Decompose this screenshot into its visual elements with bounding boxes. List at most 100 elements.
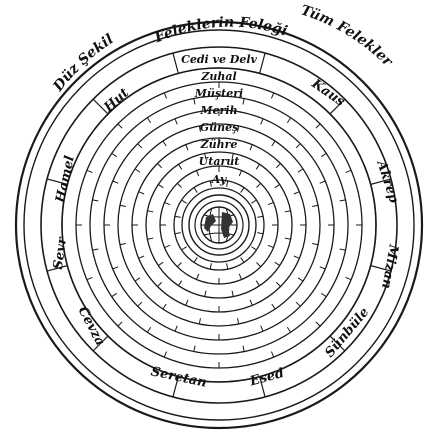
sphere-tick	[178, 164, 181, 169]
sphere-tick	[164, 93, 166, 99]
sphere-tick	[294, 192, 300, 194]
sphere-tick	[321, 293, 326, 296]
sphere-tick	[238, 318, 239, 324]
sphere-tick	[182, 200, 187, 203]
sphere-tick	[275, 184, 280, 187]
sphere-tick	[227, 181, 228, 187]
sphere-tick	[257, 233, 263, 234]
sphere-tick	[164, 202, 170, 204]
top-label: Feleklerin Feleği	[151, 15, 289, 47]
sphere-tick	[287, 118, 290, 123]
sphere-tick	[92, 249, 98, 250]
sphere-tick	[147, 327, 150, 332]
sphere-tick	[194, 346, 195, 352]
sphere-tick	[241, 257, 244, 262]
sphere-tick	[256, 183, 260, 187]
sphere-tick	[271, 93, 273, 99]
sphere-tick	[147, 238, 153, 239]
zodiac-seretan: Seretan	[149, 364, 208, 390]
sphere-label-zuhre: Zühre	[200, 138, 238, 151]
sphere-tick	[87, 170, 93, 172]
sphere-tick	[276, 163, 280, 167]
sphere-tick	[196, 170, 198, 176]
sphere-tick	[92, 200, 98, 201]
sphere-tick	[271, 352, 273, 358]
sphere-tick	[138, 144, 142, 148]
zodiac-divider	[260, 53, 265, 73]
sphere-tick	[147, 118, 150, 123]
sphere-tick	[346, 170, 352, 172]
zodiac-esed: Esed	[247, 366, 285, 390]
sphere-tick	[287, 327, 290, 332]
sphere-tick	[285, 211, 291, 212]
sphere-label-musteri: Müşteri	[194, 87, 243, 100]
sphere-tick	[275, 262, 280, 265]
sphere-tick	[186, 145, 188, 151]
sphere-tick	[241, 188, 244, 193]
sphere-tick	[268, 245, 274, 247]
sphere-tick	[294, 256, 300, 258]
sphere-tick	[285, 238, 291, 239]
sphere-tick	[135, 278, 140, 281]
sphere-tick	[205, 291, 206, 297]
sphere-tick	[112, 153, 117, 156]
sphere-tick	[177, 262, 181, 266]
sphere-tick	[112, 293, 117, 296]
sphere-tick	[182, 247, 187, 250]
sphere-tick	[139, 256, 145, 258]
sphere-tick	[164, 245, 170, 247]
sphere-tick	[164, 352, 166, 358]
sphere-tick	[118, 322, 122, 326]
sphere-tick	[158, 262, 163, 265]
sphere-label-merih: Merih	[199, 104, 237, 117]
sphere-tick	[298, 278, 303, 281]
sphere-tick	[175, 216, 181, 217]
sphere-label-ay: Ay	[211, 173, 228, 186]
sphere-tick	[296, 144, 300, 148]
sphere-tick	[113, 181, 119, 183]
sphere-tick	[272, 141, 275, 146]
sphere-tick	[321, 153, 326, 156]
sphere-tick	[251, 247, 256, 250]
sphere-tick	[175, 326, 177, 332]
zodiac-kaus: Kaus	[308, 76, 348, 110]
sphere-tick	[268, 202, 274, 204]
sphere-tick	[320, 181, 326, 183]
outer-label-right: Tüm Felekler	[299, 3, 397, 71]
sphere-tick	[261, 119, 263, 125]
sphere-tick	[272, 304, 275, 309]
sphere-tick	[232, 291, 233, 297]
sphere-tick	[251, 200, 256, 203]
zodiac-akrep: Akrep	[373, 157, 401, 205]
sphere-tick	[147, 211, 153, 212]
zodiac-divider	[173, 53, 178, 73]
sphere-tick	[120, 244, 126, 245]
sphere-tick	[256, 164, 259, 169]
sphere-tick	[239, 274, 241, 280]
sphere-tick	[227, 263, 228, 269]
sphere-tick	[113, 267, 119, 269]
zodiac-sunbule: Sünbüle	[322, 305, 372, 361]
sphere-tick	[138, 302, 142, 306]
sphere-tick	[256, 281, 259, 286]
zodiac-hamel: Hamel	[53, 154, 78, 205]
sphere-tick	[118, 124, 122, 128]
sphere-tick	[257, 216, 263, 217]
sphere-tick	[178, 281, 181, 286]
sphere-label-zuhal: Zuhal	[200, 70, 236, 83]
sphere-tick	[346, 277, 352, 279]
sphere-tick	[199, 318, 200, 324]
sphere-tick	[120, 205, 126, 206]
sphere-label-utarut: Utarut	[199, 155, 240, 168]
sphere-tick	[177, 183, 181, 187]
sphere-tick	[312, 244, 318, 245]
sphere-tick	[250, 145, 252, 151]
sphere-tick	[194, 257, 197, 262]
sphere-tick	[194, 188, 197, 193]
sphere-label-gunes: Güneş	[200, 121, 239, 134]
sphere-tick	[316, 322, 320, 326]
sphere-label-cedi-ve-delv: Cedi ve Delv	[181, 53, 257, 66]
sphere-tick	[243, 346, 244, 352]
